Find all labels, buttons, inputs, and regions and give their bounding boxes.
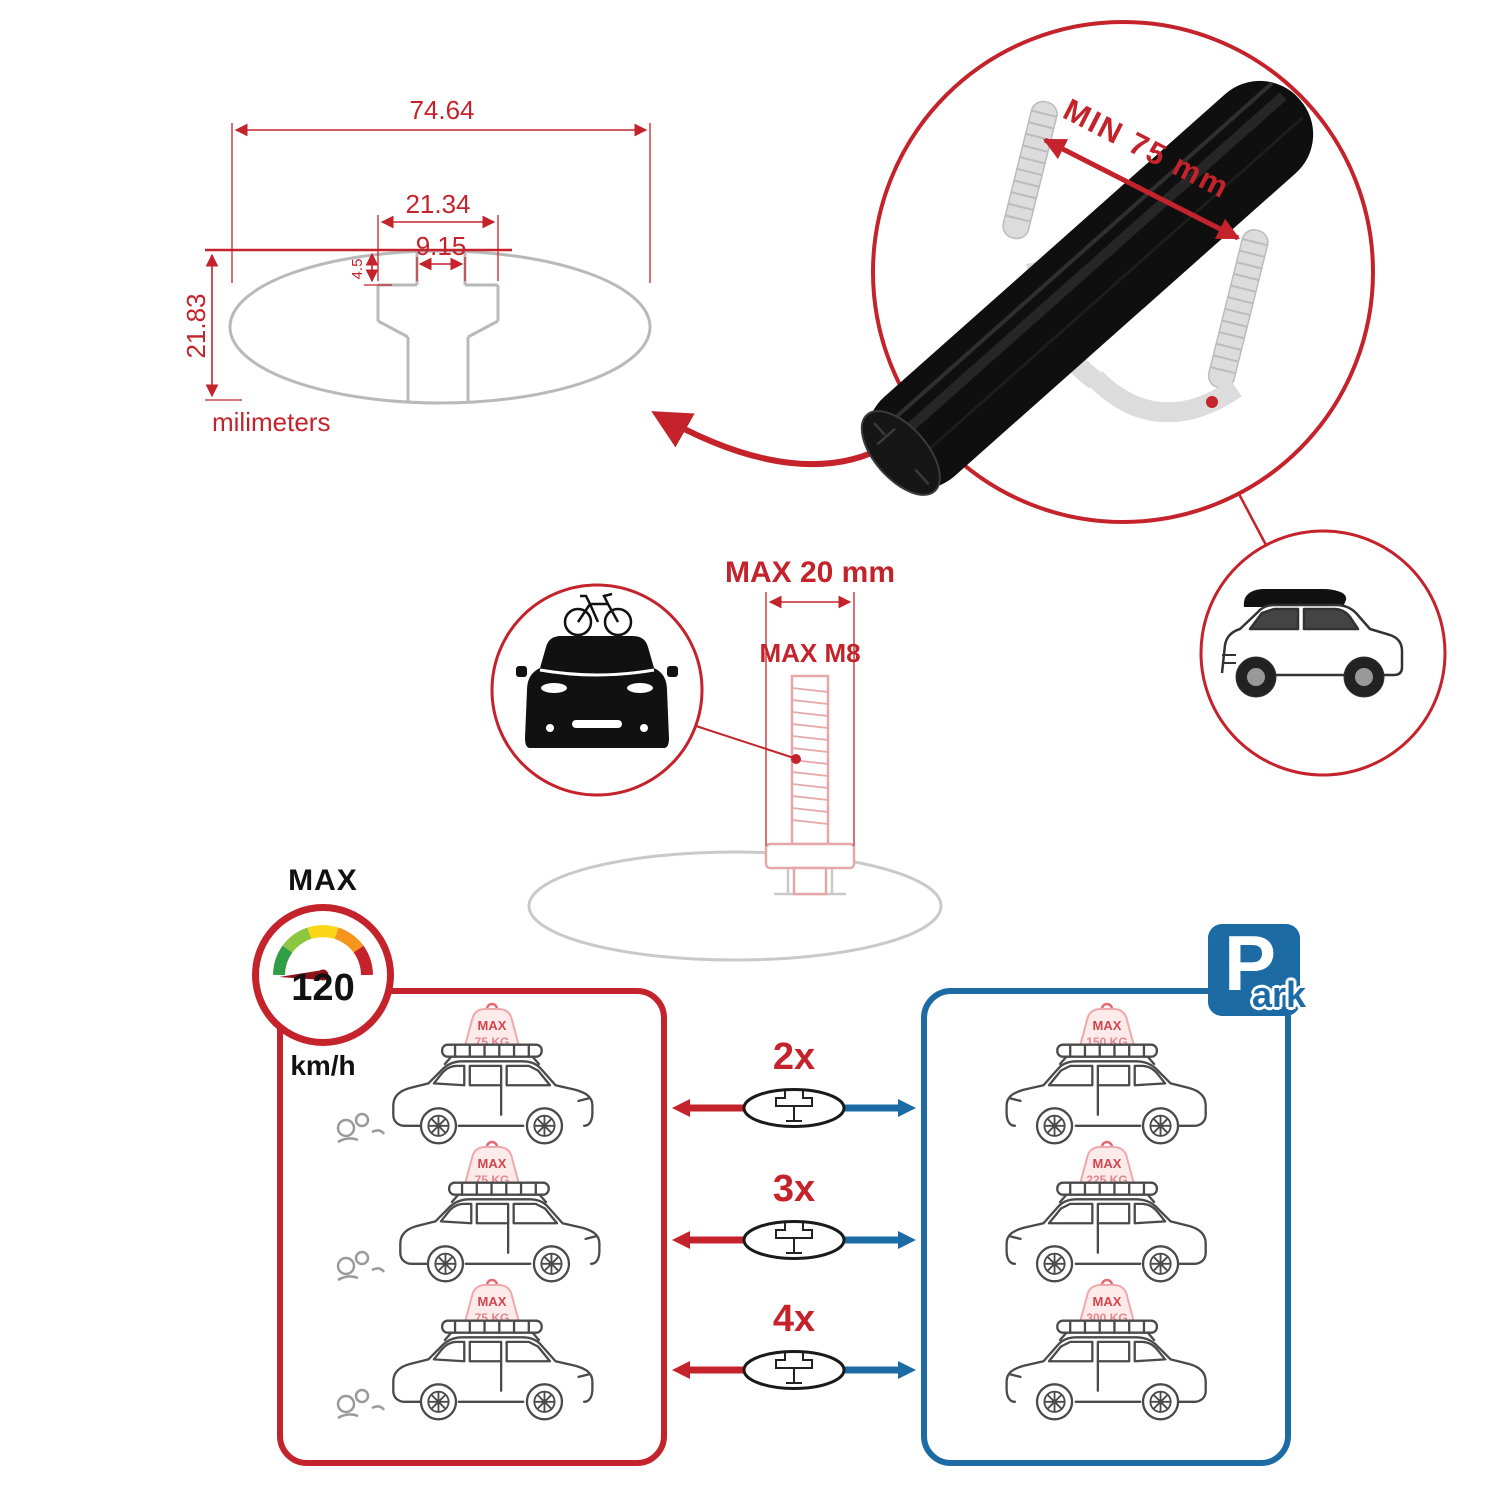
suv-with-roofbox-icon [1220, 589, 1404, 698]
left-arrow-icon [672, 1099, 690, 1117]
multiplier-label: 4x [772, 1298, 816, 1340]
bolt-leader-dot [791, 754, 801, 764]
left-arrow-icon [672, 1231, 690, 1249]
speed-unit: km/h [290, 1050, 356, 1081]
max-thread-label: MAX M8 [759, 638, 860, 668]
bike-car-circle [490, 583, 704, 797]
car-front-icon [516, 636, 678, 748]
t-bolt-illustration [764, 674, 856, 896]
bolt-leader-line [695, 725, 795, 759]
driving-car [385, 1316, 597, 1436]
min-span-arrow [1042, 137, 1241, 241]
crossbar-count-row [672, 1220, 916, 1260]
svg-text:MAX: MAX [478, 1294, 507, 1309]
multiplier-label: 2x [772, 1036, 816, 1078]
parking-suffix: ark [1252, 974, 1307, 1015]
svg-text:MAX: MAX [1093, 1018, 1122, 1033]
bolt-diagram: MAX 20 mm MAX M8 [490, 556, 943, 962]
gauge-arc-icon [273, 925, 373, 981]
roofbox-car-circle [1199, 529, 1447, 777]
crossbar-count-row [672, 1088, 916, 1128]
svg-text:MAX: MAX [1093, 1156, 1122, 1171]
left-arrow-icon [672, 1361, 690, 1379]
parking-letter: P [1224, 919, 1277, 1007]
total-width-label: 74.64 [409, 95, 474, 125]
parking-sign: P ark [1208, 919, 1338, 1034]
units-label: milimeters [212, 407, 330, 437]
profile-ellipse-outline [527, 850, 943, 962]
right-arrow-icon [898, 1231, 916, 1249]
fixing-point-dot [1206, 396, 1218, 408]
svg-text:MAX: MAX [478, 1018, 507, 1033]
crossbar-circle-view: MIN 75 mm [860, 20, 1375, 546]
svg-text:MAX: MAX [478, 1156, 507, 1171]
speed-value: 120 [291, 967, 355, 1009]
max-width-label: MAX 20 mm [725, 556, 895, 589]
speedometer-icon: 120 [252, 904, 394, 1046]
extension-lines [205, 123, 651, 401]
smoke-icon [336, 1112, 386, 1144]
bolt-dimension-lines [765, 592, 855, 846]
smoke-icon [336, 1388, 386, 1420]
crossbar-profile-outline [228, 249, 652, 405]
svg-text:MAX: MAX [1093, 1294, 1122, 1309]
speed-limit-badge: MAX 120 km/h [252, 864, 394, 1082]
speed-max-title: MAX [288, 864, 358, 897]
parking-sign-square [1208, 924, 1300, 1016]
smoke-icon [336, 1250, 386, 1282]
parked-car [1002, 1316, 1214, 1436]
slot-inner-width-label: 9.15 [416, 231, 467, 261]
total-height-label: 21.83 [181, 293, 211, 358]
crossbar-count-row [672, 1350, 916, 1390]
circle-connector-line [1237, 493, 1268, 546]
dimension-arrows [205, 123, 648, 398]
multiplier-label: 3x [772, 1168, 816, 1210]
lip-depth-label: 4.5 [349, 259, 366, 280]
bike-icon [563, 592, 633, 637]
right-arrow-icon [898, 1361, 916, 1379]
right-arrow-icon [898, 1099, 916, 1117]
slot-outer-width-label: 21.34 [405, 189, 470, 219]
profile-dimension-diagram: 74.64 21.34 9.15 4.5 21.83 milimeters [181, 95, 652, 437]
bracket-strap [1087, 370, 1242, 423]
curved-pointer-arrow [651, 411, 890, 467]
